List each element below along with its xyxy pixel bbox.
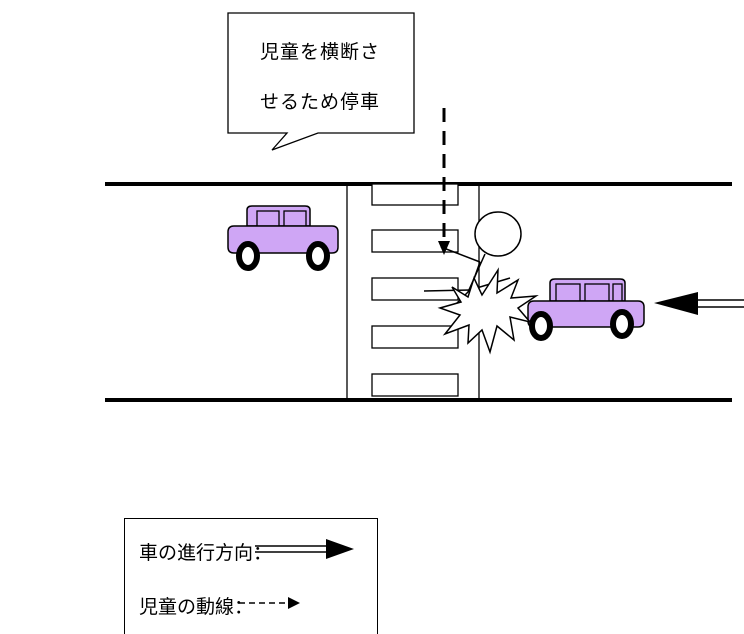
moving-car-right	[527, 278, 645, 341]
legend-box: 車の進行方向： 児童の動線：	[124, 518, 378, 634]
crosswalk-stripes	[371, 183, 459, 397]
callout-text-line-2: せるため停車	[259, 91, 380, 113]
legend-child-path-label: 児童の動線：	[139, 596, 254, 618]
legend-dashed-arrow-icon	[239, 597, 300, 609]
callout-text-line-1: 児童を横断さ	[259, 41, 380, 63]
legend-car-direction-label: 車の進行方向：	[139, 542, 273, 564]
legend-double-arrow-icon	[255, 539, 354, 559]
callout-bubble	[227, 12, 415, 151]
car-direction-double-arrow-icon	[654, 292, 744, 315]
parked-car-left	[227, 205, 339, 271]
collision-burst-icon	[437, 267, 539, 355]
